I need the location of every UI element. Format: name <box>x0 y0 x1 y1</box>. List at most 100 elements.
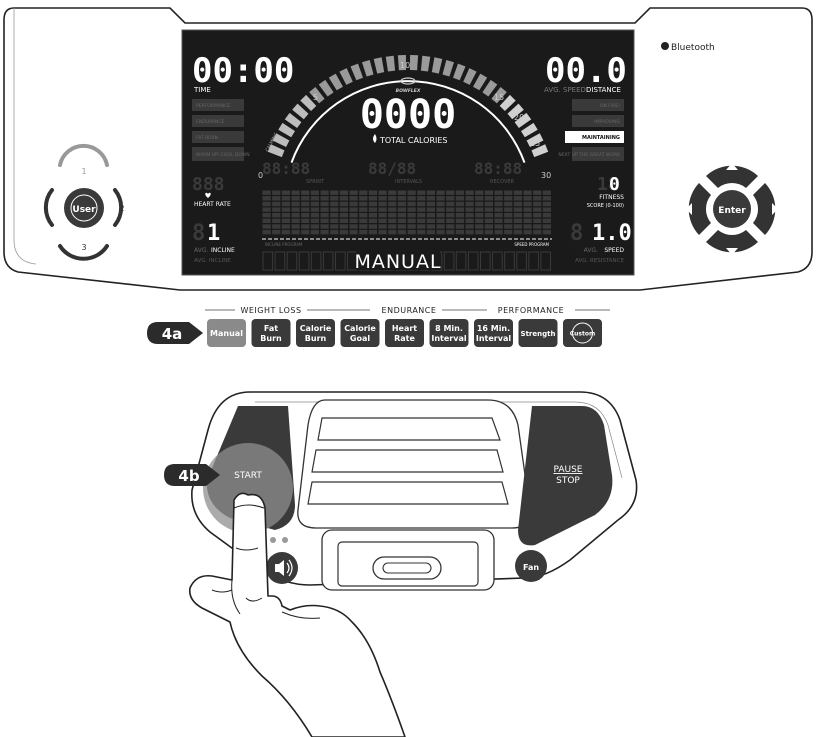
matrix-cell <box>426 213 435 218</box>
matrix-cell <box>330 190 339 195</box>
category-header: PERFORMANCE <box>498 306 564 315</box>
matrix-cell <box>310 196 319 201</box>
program-button-heart[interactable] <box>385 319 424 347</box>
matrix-cell <box>320 224 329 229</box>
calories-readout: 0000 <box>360 92 456 138</box>
matrix-cell <box>359 213 368 218</box>
user-button[interactable] <box>64 188 104 228</box>
program-button-label: 16 Min. <box>477 324 510 333</box>
user-dial[interactable]: 1 2 3 4 User <box>43 143 125 261</box>
matrix-cell <box>320 213 329 218</box>
matrix-cell <box>359 207 368 212</box>
program-button-manual[interactable] <box>207 319 246 347</box>
nav-left-button[interactable] <box>688 183 711 235</box>
matrix-cell <box>436 207 445 212</box>
gauge-segment <box>278 122 295 138</box>
user-slot-2-arc[interactable] <box>113 188 124 227</box>
zone-label: FAT BURN <box>196 135 218 141</box>
program-bar-matrix <box>262 190 551 235</box>
fitness-score-label: SCORE (0-100) <box>587 203 624 209</box>
matrix-cell <box>291 196 300 201</box>
gauge-segment <box>431 57 443 74</box>
user-slot-1-arc[interactable] <box>58 143 109 167</box>
matrix-cell <box>484 218 493 223</box>
avg-incline-label: AVG. INCLINE <box>194 258 231 264</box>
matrix-cell <box>455 229 464 235</box>
gauge-segment <box>499 94 516 111</box>
matrix-cell <box>475 190 484 195</box>
gauge-segment <box>309 87 325 104</box>
matrix-cell <box>330 196 339 201</box>
program-button-fat[interactable] <box>251 319 291 347</box>
gauge-segment <box>531 144 549 158</box>
matrix-cell <box>523 201 532 207</box>
matrix-cell <box>397 190 406 195</box>
recover-readout: 88:88 <box>474 159 522 178</box>
nav-right-button[interactable] <box>753 183 776 235</box>
vent-grill <box>297 399 531 529</box>
gauge-tick-label: 25 <box>530 139 540 148</box>
user-slot-4-arc[interactable] <box>43 188 54 227</box>
gauge-segment <box>397 55 407 71</box>
program-button-custom[interactable] <box>563 319 602 347</box>
nav-down-button[interactable] <box>706 230 758 253</box>
matrix-cell <box>436 224 445 229</box>
pause-stop-button[interactable] <box>518 406 613 546</box>
gauge-segment <box>267 144 285 158</box>
matrix-cell <box>320 218 329 223</box>
matrix-cell <box>465 213 474 218</box>
strip-cell <box>335 251 346 271</box>
program-button-calorie[interactable] <box>340 319 380 347</box>
total-calories-label: TOTAL CALORIES <box>379 136 448 145</box>
matrix-cell <box>484 213 493 218</box>
matrix-cell <box>542 201 551 207</box>
enter-button[interactable] <box>713 190 751 228</box>
matrix-cell <box>523 218 532 223</box>
matrix-cell <box>484 201 493 207</box>
matrix-cell <box>339 224 348 229</box>
program-button-label: Heart <box>392 324 417 333</box>
program-button-strength[interactable] <box>518 319 558 347</box>
program-button-row: ManualFatBurnCalorieBurnCalorieGoalHeart… <box>207 319 602 347</box>
start-button[interactable] <box>203 443 293 533</box>
user-number: 2 <box>119 204 124 213</box>
matrix-cell <box>339 207 348 212</box>
matrix-cell <box>368 229 377 235</box>
matrix-cell <box>378 218 387 223</box>
matrix-cell <box>436 201 445 207</box>
callout-4b: 4b <box>164 464 220 486</box>
matrix-cell <box>513 201 522 207</box>
matrix-cell <box>310 224 319 229</box>
fan-button[interactable] <box>515 550 547 582</box>
nav-up-button[interactable] <box>706 165 758 188</box>
matrix-cell <box>523 224 532 229</box>
matrix-cell <box>349 213 358 218</box>
matrix-cell <box>446 229 455 235</box>
matrix-cell <box>407 190 416 195</box>
program-button-calorie[interactable] <box>296 319 335 347</box>
matrix-cell <box>446 201 455 207</box>
strip-cell <box>492 251 503 271</box>
speed-prefix: AVG. <box>584 247 598 254</box>
user-slot-3-arc[interactable] <box>58 244 109 261</box>
matrix-cell <box>368 224 377 229</box>
matrix-cell <box>475 213 484 218</box>
intervals-readout: 88/88 <box>368 159 416 178</box>
sprint-readout: 88:88 <box>262 159 310 178</box>
matrix-cell <box>301 229 310 235</box>
matrix-cell <box>494 196 503 201</box>
gauge-segment <box>420 55 431 72</box>
bluetooth-icon <box>661 42 669 50</box>
matrix-cell <box>272 218 281 223</box>
program-button-8-min[interactable] <box>429 319 469 347</box>
lcd-display: 00:00 TIME 00.0 AVG. SPEED DISTANCE 0 5 … <box>181 29 635 276</box>
program-button-16-min[interactable] <box>474 319 513 347</box>
matrix-cell <box>484 207 493 212</box>
zone-label: PERFORMANCE <box>196 103 230 109</box>
distance-label: DISTANCE <box>586 86 621 94</box>
matrix-cell <box>533 196 542 201</box>
strip-cell <box>262 251 274 271</box>
matrix-cell <box>504 229 513 235</box>
matrix-cell <box>330 207 339 212</box>
